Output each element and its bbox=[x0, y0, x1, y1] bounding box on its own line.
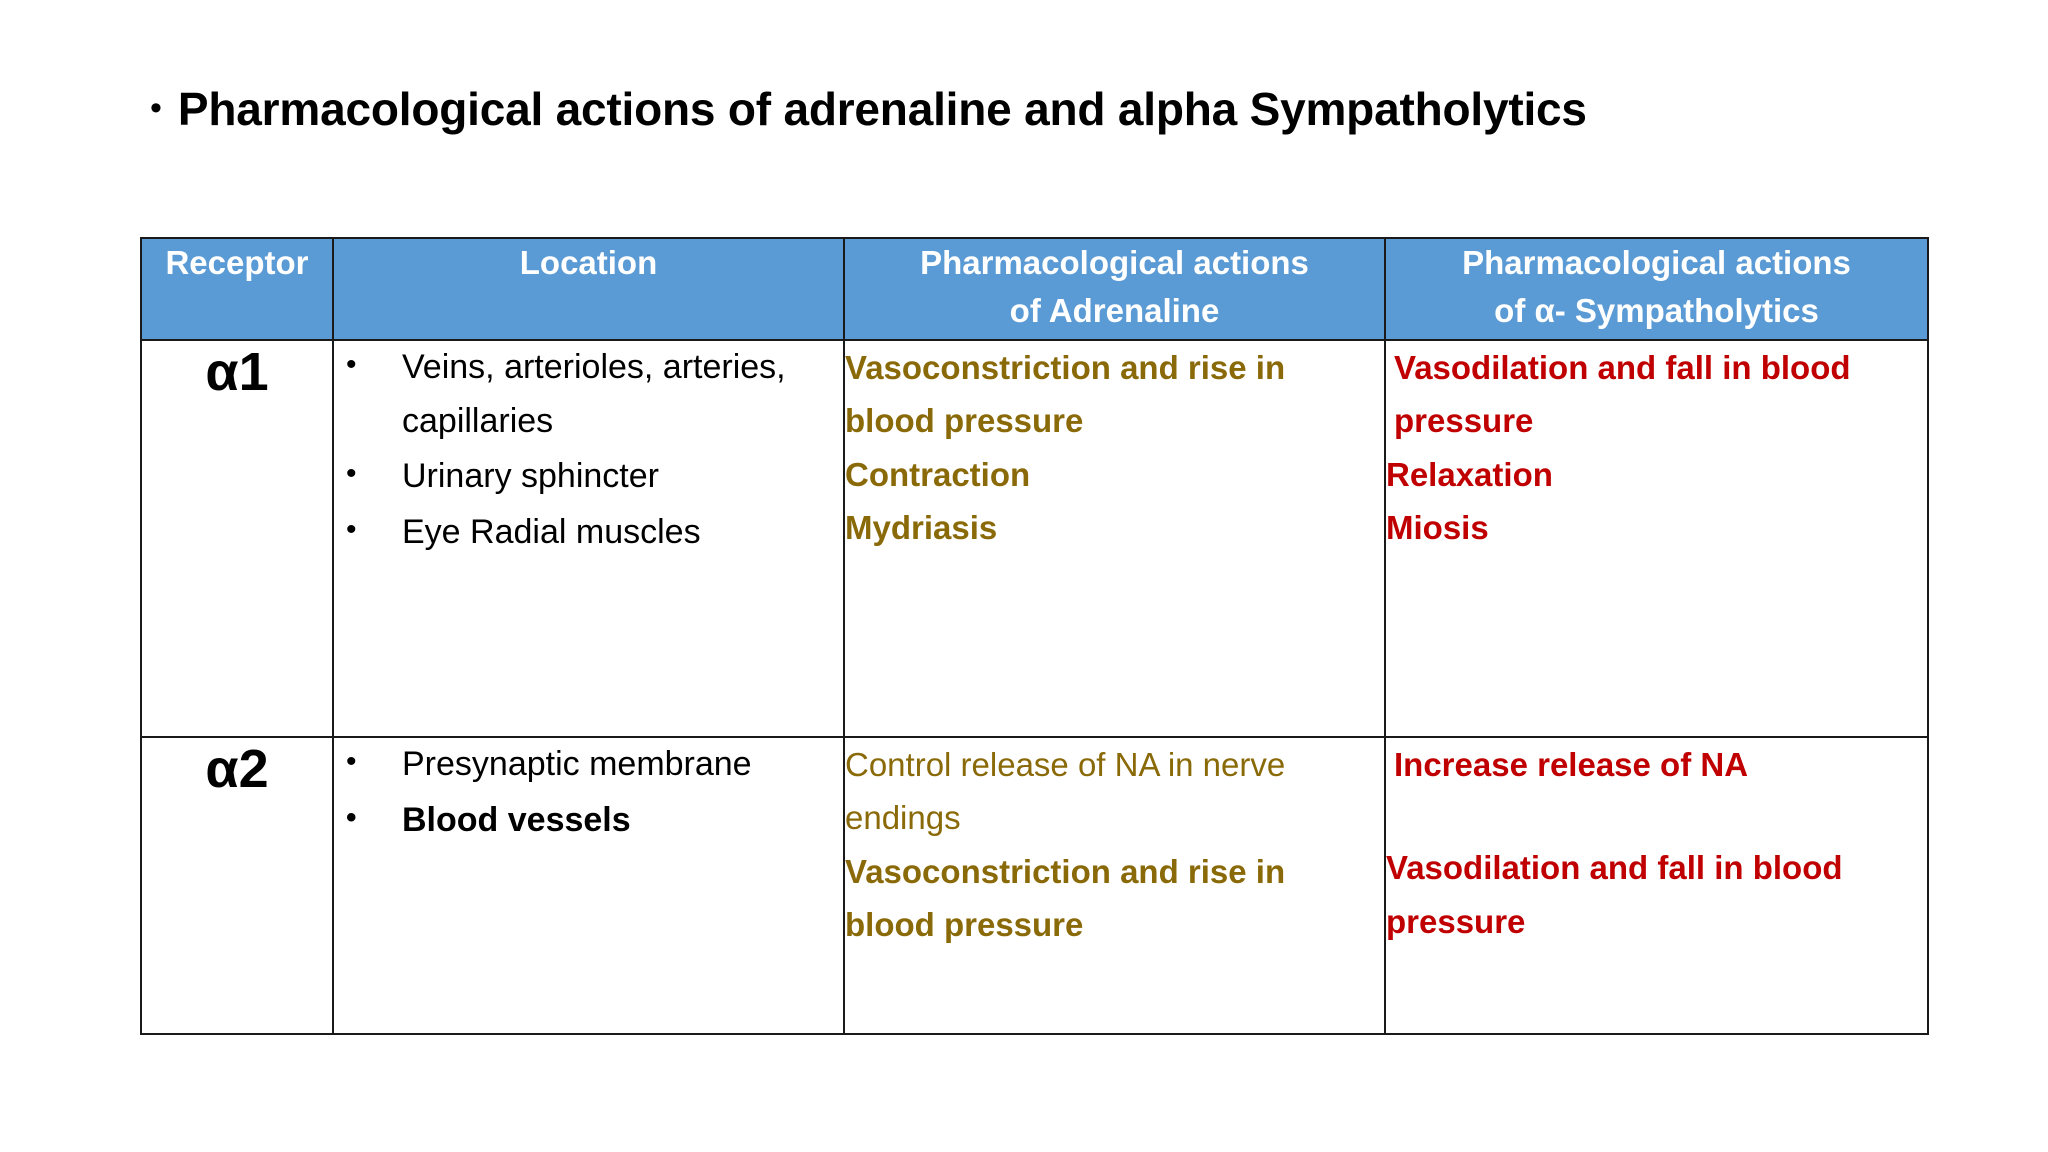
column-header-sympatholytics: Pharmacological actions of α- Sympatholy… bbox=[1384, 237, 1929, 341]
bullet-icon: • bbox=[346, 457, 357, 491]
cell-receptor-alpha1: α1 bbox=[140, 339, 334, 738]
table-header-row: Receptor Location Pharmacological action… bbox=[140, 237, 1929, 341]
table-body: α1 • Veins, arterioles, arteries, capill… bbox=[140, 339, 1929, 1035]
action-line: Relaxation bbox=[1386, 455, 1553, 493]
column-header-receptor: Receptor bbox=[140, 237, 334, 341]
list-item: • Veins, arterioles, arteries, capillari… bbox=[334, 341, 843, 448]
bullet-icon: • bbox=[346, 745, 357, 778]
action-line: Vasoconstriction and rise in blood press… bbox=[845, 349, 1286, 440]
cell-location-alpha2: • Presynaptic membrane • Blood vessels bbox=[332, 736, 845, 1035]
location-list-alpha2: • Presynaptic membrane • Blood vessels bbox=[334, 738, 843, 847]
column-header-sympatholytics-line2: of α- Sympatholytics bbox=[1494, 291, 1819, 329]
title-bullet-icon: • bbox=[150, 89, 162, 127]
list-item-label: Presynaptic membrane bbox=[402, 745, 752, 783]
column-header-adrenaline-line2: of Adrenaline bbox=[1009, 291, 1220, 329]
cell-sympatholytics-alpha1: Vasodilation and fall in blood pressure … bbox=[1384, 339, 1929, 738]
bullet-icon: • bbox=[346, 800, 357, 834]
table-row: α1 • Veins, arterioles, arteries, capill… bbox=[140, 339, 1929, 738]
cell-receptor-alpha2: α2 bbox=[140, 736, 334, 1035]
column-header-location: Location bbox=[332, 237, 845, 341]
list-item-label: Eye Radial muscles bbox=[402, 513, 701, 552]
title-text: Pharmacological actions of adrenaline an… bbox=[177, 83, 1587, 135]
cell-location-alpha1: • Veins, arterioles, arteries, capillari… bbox=[332, 339, 845, 738]
location-list-alpha1: • Veins, arterioles, arteries, capillari… bbox=[334, 341, 843, 560]
pharmacology-table: Receptor Location Pharmacological action… bbox=[140, 237, 1929, 1035]
cell-adrenaline-alpha1: Vasoconstriction and rise in blood press… bbox=[843, 339, 1386, 738]
table-row: α2 • Presynaptic membrane • Blood vessel… bbox=[140, 736, 1929, 1035]
action-line: Control release of NA in nerve endings bbox=[845, 746, 1286, 837]
list-item: • Blood vessels bbox=[334, 794, 843, 848]
action-line: Miosis bbox=[1386, 509, 1489, 547]
list-item: • Urinary sphincter bbox=[334, 450, 843, 504]
page-title: • Pharmacological actions of adrenaline … bbox=[150, 82, 1587, 136]
cell-adrenaline-alpha2: Control release of NA in nerve endings V… bbox=[843, 736, 1386, 1035]
action-line: Increase release of NA bbox=[1394, 746, 1749, 783]
action-line-spacer bbox=[1386, 791, 1927, 841]
column-header-adrenaline: Pharmacological actions of Adrenaline bbox=[843, 237, 1386, 341]
list-item: • Presynaptic membrane bbox=[334, 738, 843, 792]
column-header-sympatholytics-line1: Pharmacological actions bbox=[1462, 244, 1851, 281]
list-item: • Eye Radial muscles bbox=[334, 506, 843, 560]
action-line: Vasodilation and fall in blood pressure bbox=[1386, 849, 1843, 940]
list-item-label: Veins, arterioles, arteries, capillaries bbox=[402, 348, 786, 440]
action-line: Vasodilation and fall in blood pressure bbox=[1394, 349, 1851, 440]
cell-sympatholytics-alpha2: Increase release of NA Vasodilation and … bbox=[1384, 736, 1929, 1035]
list-item-label: Blood vessels bbox=[402, 800, 631, 839]
table-header: Receptor Location Pharmacological action… bbox=[140, 237, 1929, 341]
list-item-label: Urinary sphincter bbox=[402, 457, 659, 496]
bullet-icon: • bbox=[346, 513, 357, 547]
action-line: Contraction bbox=[845, 455, 1031, 493]
action-line: Mydriasis bbox=[845, 509, 998, 547]
action-line: Vasoconstriction and rise in blood press… bbox=[845, 852, 1286, 944]
column-header-adrenaline-line1: Pharmacological actions bbox=[920, 244, 1309, 281]
bullet-icon: • bbox=[346, 348, 357, 381]
